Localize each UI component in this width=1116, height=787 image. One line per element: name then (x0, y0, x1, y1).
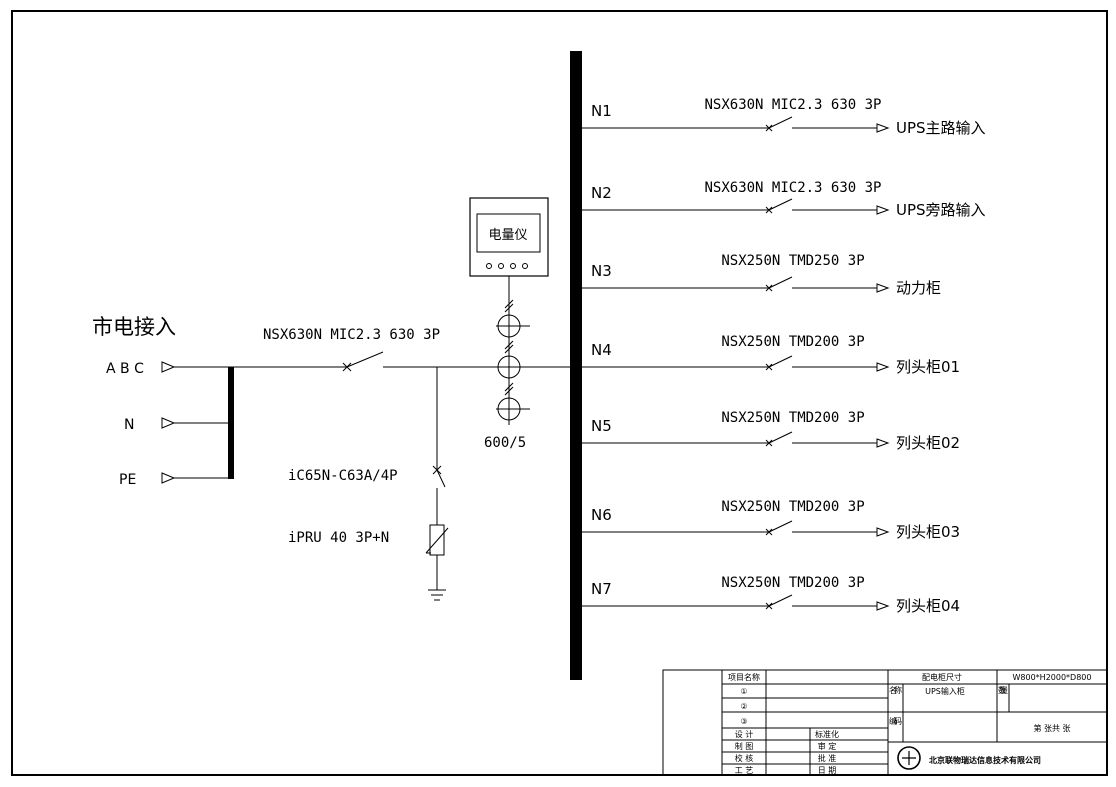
main-busbar (570, 51, 582, 680)
main-breaker-label: NSX630N MIC2.3 630 3P (263, 327, 440, 343)
tb-cabinet-size-label: 配电柜尺寸 (922, 672, 962, 682)
feeder-n5 (582, 431, 890, 448)
tb-craft: 工 艺 (735, 766, 754, 775)
tb-date: 日 期 (818, 766, 837, 775)
feeder-n6 (582, 520, 890, 537)
title-block (662, 669, 1108, 776)
incoming-bus-bar (228, 367, 234, 479)
tb-row2: ② (740, 702, 747, 711)
power-meter-label: 电量仪 (488, 228, 527, 243)
input-arrows (161, 361, 231, 484)
tb-approve: 批 准 (818, 753, 837, 763)
feeder-breaker-label: NSX250N TMD250 3P (721, 253, 864, 269)
feeder-destination-label: 列头柜01 (896, 358, 960, 376)
tb-standard: 标准化 (815, 729, 839, 739)
feeder-destination-label: 列头柜04 (896, 597, 960, 615)
drawing-frame (11, 10, 1108, 776)
tb-check: 校 核 (735, 753, 754, 763)
tb-review: 审 定 (818, 741, 837, 751)
phase-n-label: N (124, 417, 134, 433)
feeder-id-label: N1 (591, 102, 612, 120)
tb-draft: 制 图 (735, 741, 754, 751)
tb-name-label: 名称 (889, 685, 902, 695)
feeder-n7 (582, 594, 890, 611)
feeder-n2 (582, 198, 890, 215)
feeder-destination-label: UPS旁路输入 (896, 201, 986, 219)
feeder-n4 (582, 355, 890, 372)
feeder-id-label: N3 (591, 262, 612, 280)
tb-code-label: 编码 (889, 716, 902, 726)
current-transformers (496, 276, 530, 425)
spd-branch (425, 367, 449, 601)
phase-pe-label: PE (119, 472, 136, 488)
tb-sheet: 第 张共 张 (1033, 723, 1070, 733)
tb-design: 设 计 (735, 729, 754, 739)
tb-qty-label: 数量 (998, 685, 1008, 695)
ct-ratio-label: 600/5 (484, 435, 526, 451)
power-meter-display (476, 213, 541, 253)
feeder-id-label: N4 (591, 341, 612, 359)
feeder-destination-label: 列头柜02 (896, 434, 960, 452)
tb-name-value: UPS输入柜 (925, 686, 965, 696)
tb-row3: ③ (740, 717, 747, 726)
tb-cabinet-size: W800*H2000*D800 (1013, 673, 1092, 682)
feeder-id-label: N5 (591, 417, 612, 435)
tb-row1: ① (740, 687, 747, 696)
feeder-breaker-label: NSX250N TMD200 3P (721, 410, 864, 426)
feeder-destination-label: UPS主路输入 (896, 119, 986, 137)
tb-project-name: 项目名称 (728, 672, 760, 682)
feeder-n3 (582, 276, 890, 293)
incoming-title: 市电接入 (92, 315, 176, 339)
feeder-breaker-label: NSX250N TMD200 3P (721, 575, 864, 591)
company-logo-icon (897, 746, 921, 770)
feeder-n1 (582, 116, 890, 133)
feeder-breaker-label: NSX250N TMD200 3P (721, 499, 864, 515)
feeder-id-label: N2 (591, 184, 612, 202)
feeder-destination-label: 列头柜03 (896, 523, 960, 541)
feeder-breaker-label: NSX630N MIC2.3 630 3P (704, 180, 881, 196)
tb-company: 北京联物瑞达信息技术有限公司 (929, 755, 1041, 765)
phase-abc-label: A B C (106, 361, 144, 377)
spd-model-label: iPRU 40 3P+N (288, 530, 389, 546)
feeder-breaker-label: NSX630N MIC2.3 630 3P (704, 97, 881, 113)
feeder-breaker-label: NSX250N TMD200 3P (721, 334, 864, 350)
spd-breaker-label: iC65N-C63A/4P (288, 468, 398, 484)
meter-buttons (486, 263, 528, 269)
feeder-destination-label: 动力柜 (896, 279, 941, 297)
feeder-id-label: N6 (591, 506, 612, 524)
feeder-id-label: N7 (591, 580, 612, 598)
main-line (174, 351, 575, 372)
